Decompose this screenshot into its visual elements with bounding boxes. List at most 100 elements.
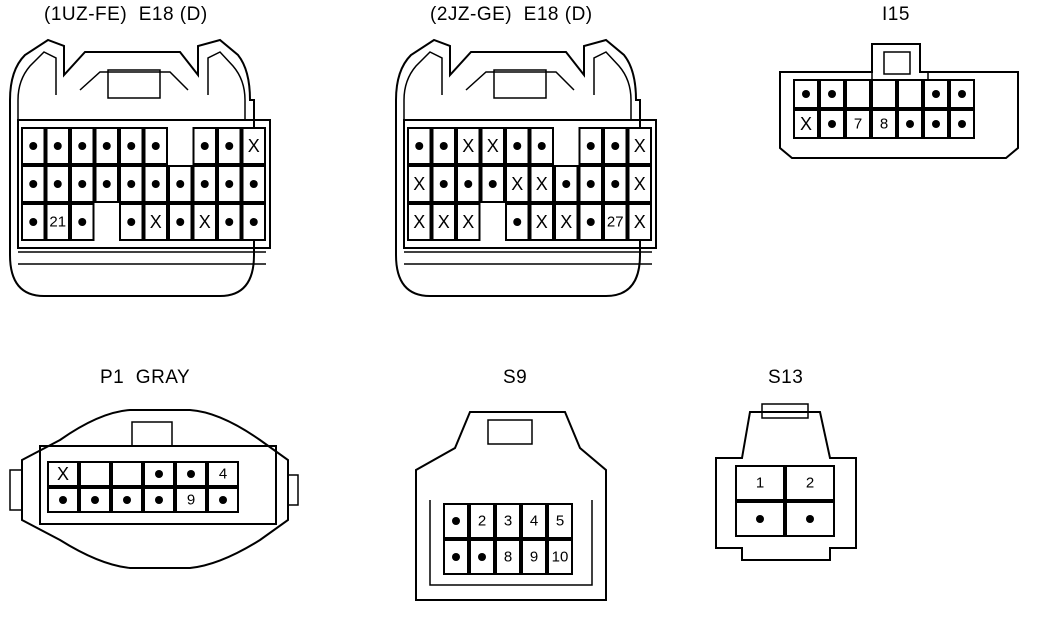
pin-unused-mark: X xyxy=(511,174,523,194)
pin-cavity xyxy=(207,461,239,487)
pin-dot xyxy=(29,142,38,150)
pin-dot xyxy=(932,90,940,98)
pin-dot xyxy=(176,218,185,226)
pin-dot xyxy=(249,218,258,226)
pin-cavity xyxy=(627,203,652,241)
pin-unused-mark: X xyxy=(150,212,162,232)
pin-unused-mark: X xyxy=(487,136,499,156)
pin-cavity xyxy=(495,539,521,575)
pin-dot xyxy=(123,496,131,504)
pin-cavity xyxy=(47,487,79,513)
pin-dot xyxy=(151,142,160,150)
pin-dot xyxy=(176,180,185,188)
pin-cavity xyxy=(456,203,481,241)
pin-unused-mark: X xyxy=(536,212,548,232)
pin-dot xyxy=(249,180,258,188)
pin-number: 2 xyxy=(478,513,486,530)
pin-cavity xyxy=(547,539,573,575)
pin-cavity xyxy=(79,461,111,487)
pin-dot xyxy=(958,120,966,128)
pin-dot xyxy=(102,180,111,188)
pin-cavity xyxy=(407,203,432,241)
pin-dot xyxy=(59,496,67,504)
pin-number: 9 xyxy=(530,549,538,566)
pin-cavity xyxy=(897,109,923,139)
pin-dot xyxy=(586,180,595,188)
pin-dot xyxy=(127,142,136,150)
pin-dot xyxy=(53,180,62,188)
pin-unused-mark: X xyxy=(800,114,812,134)
pin-cavity xyxy=(735,465,785,501)
pin-cavity xyxy=(111,461,143,487)
connector-label-s9: S9 xyxy=(503,367,528,388)
pin-unused-mark: X xyxy=(413,212,425,232)
pin-cavity xyxy=(627,165,652,203)
pin-cavity xyxy=(871,79,897,109)
pin-cavity xyxy=(47,461,79,487)
pin-number: 9 xyxy=(187,492,195,509)
pin-dot xyxy=(225,142,234,150)
pin-number: 8 xyxy=(880,116,888,133)
pin-number: 2 xyxy=(806,475,814,492)
pin-dot xyxy=(219,496,227,504)
pin-dot xyxy=(828,120,836,128)
pin-dot xyxy=(452,553,460,561)
pin-dot xyxy=(439,180,448,188)
pin-cavity xyxy=(845,109,871,139)
pin-unused-mark: X xyxy=(57,464,69,484)
pin-dot xyxy=(91,496,99,504)
pin-grid-i15: X 7 8 xyxy=(793,79,975,139)
pin-unused-mark: X xyxy=(248,136,260,156)
pin-cavity xyxy=(521,503,547,539)
pin-cavity xyxy=(241,127,266,165)
pin-unused-mark: X xyxy=(438,212,450,232)
pin-cavity xyxy=(192,203,217,241)
pin-cavity xyxy=(785,465,835,501)
pin-dot xyxy=(932,120,940,128)
pin-cavity xyxy=(456,127,481,165)
pin-dot xyxy=(155,470,163,478)
pin-cavity xyxy=(521,539,547,575)
pin-dot xyxy=(151,180,160,188)
connector-label-p1: P1 GRAY xyxy=(100,367,191,388)
pin-dot xyxy=(756,515,764,523)
pin-number: 3 xyxy=(504,513,512,530)
pin-dot xyxy=(225,180,234,188)
pin-cavity xyxy=(143,203,168,241)
pin-unused-mark: X xyxy=(413,174,425,194)
pin-number: 8 xyxy=(504,549,512,566)
pin-dot xyxy=(478,553,486,561)
pin-cavity xyxy=(469,503,495,539)
pin-number: 5 xyxy=(556,513,564,530)
connector-label-e18-2jz: (2JZ-GE) E18 (D) xyxy=(430,4,593,25)
pin-dot xyxy=(586,218,595,226)
pin-dot xyxy=(29,180,38,188)
pin-dot xyxy=(200,142,209,150)
pin-number: 21 xyxy=(49,214,66,231)
pin-dot xyxy=(488,180,497,188)
pin-cavity xyxy=(407,165,432,203)
pin-dot xyxy=(78,142,87,150)
pin-dot xyxy=(464,180,473,188)
pin-cavity xyxy=(554,203,579,241)
connector-label-s13: S13 xyxy=(768,367,804,388)
pin-cavity xyxy=(495,503,521,539)
pin-dot xyxy=(586,142,595,150)
pin-dot xyxy=(78,218,87,226)
pin-unused-mark: X xyxy=(634,136,646,156)
pin-dot xyxy=(611,142,620,150)
pin-number: 7 xyxy=(854,116,862,133)
pin-cavity xyxy=(627,127,652,165)
pin-dot xyxy=(439,142,448,150)
pin-cavity xyxy=(175,487,207,513)
pin-dot xyxy=(78,180,87,188)
pin-dot xyxy=(225,218,234,226)
